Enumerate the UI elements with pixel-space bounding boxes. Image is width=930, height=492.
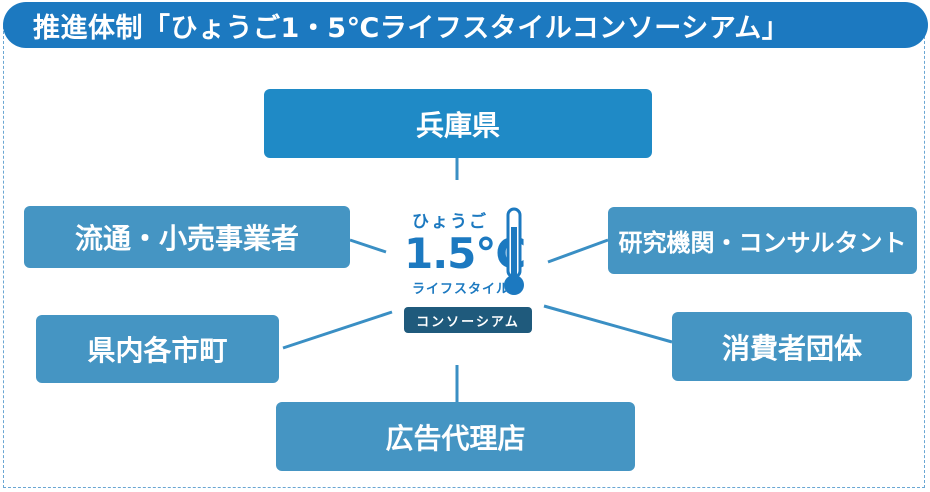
node-hyogo-prefecture: 兵庫県 [264, 89, 652, 158]
node-consumer-groups: 消費者団体 [672, 312, 912, 381]
thermometer-icon [504, 207, 524, 295]
connector-right-upper [547, 238, 609, 264]
node-municipalities: 県内各市町 [36, 315, 279, 383]
connector-left-upper [349, 238, 387, 254]
logo-band: コンソーシアム [404, 307, 532, 333]
connector-right-lower [543, 304, 673, 344]
logo-hiragana: ひょうご [412, 212, 488, 232]
node-distribution-retail: 流通・小売事業者 [24, 206, 350, 268]
logo-temperature: 1.5℃ [404, 229, 526, 278]
connector-left-lower [282, 310, 393, 350]
consortium-logo: ひょうご 1.5℃ ライフスタイル コンソーシアム [400, 205, 532, 335]
diagram-title: 推進体制「ひょうご1・5℃ライフスタイルコンソーシアム」 [3, 2, 928, 48]
logo-katakana: ライフスタイル [412, 282, 511, 297]
node-ad-agency: 広告代理店 [276, 402, 635, 471]
node-research-consultant: 研究機関・コンサルタント [608, 207, 917, 274]
